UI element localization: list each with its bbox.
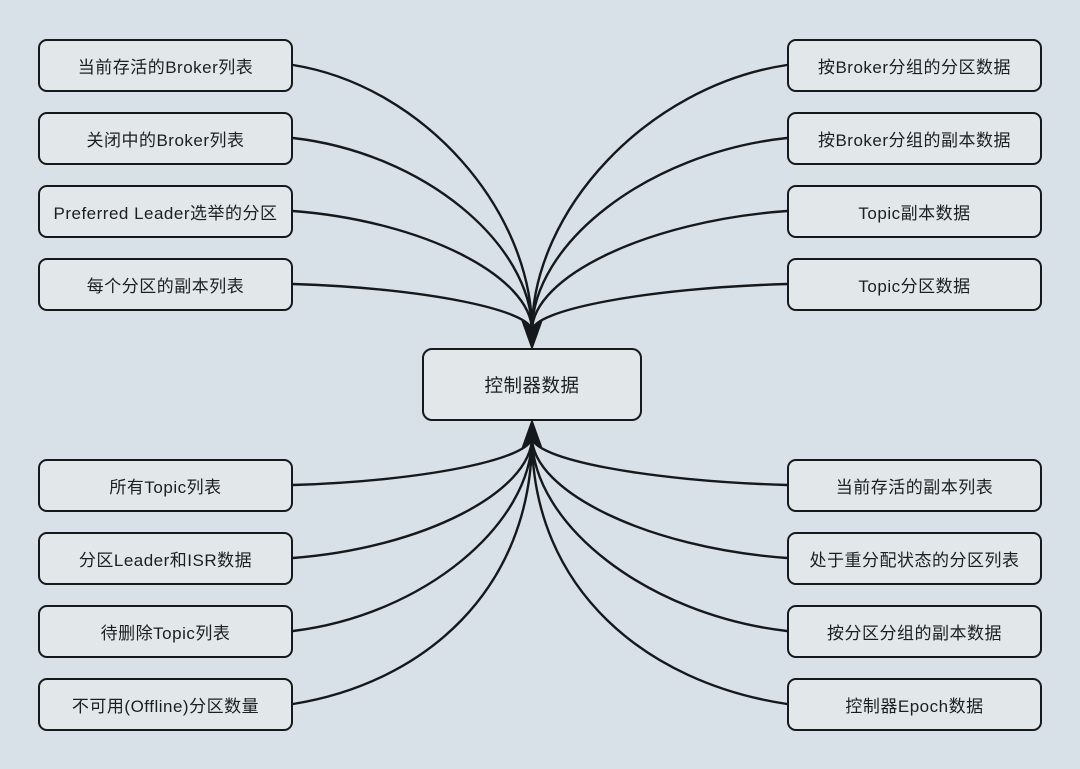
arrowhead-bottom-icon	[521, 419, 543, 449]
connector-preferred-leader-election-partitions	[291, 209, 534, 333]
node-topic-partition-data: Topic分区数据	[787, 258, 1042, 311]
connector-topics-to-delete	[291, 435, 534, 633]
node-controller-data: 控制器数据	[422, 348, 642, 421]
node-partition-replica-list: 每个分区的副本列表	[38, 258, 293, 311]
node-shutting-down-broker-list: 关闭中的Broker列表	[38, 112, 293, 165]
connector-replicas-by-broker	[530, 136, 789, 333]
connector-partition-leader-isr	[291, 435, 534, 560]
node-preferred-leader-election-partitions: Preferred Leader选举的分区	[38, 185, 293, 238]
connector-all-topics-list	[291, 435, 534, 487]
connector-controller-epoch	[530, 435, 789, 706]
node-topics-to-delete: 待删除Topic列表	[38, 605, 293, 658]
node-replicas-by-broker: 按Broker分组的副本数据	[787, 112, 1042, 165]
node-live-replica-list: 当前存活的副本列表	[787, 459, 1042, 512]
connector-shutting-down-broker-list	[291, 136, 534, 333]
node-partitions-by-broker: 按Broker分组的分区数据	[787, 39, 1042, 92]
connector-live-replica-list	[530, 435, 789, 487]
connector-topic-replica-data	[530, 209, 789, 333]
node-live-broker-list: 当前存活的Broker列表	[38, 39, 293, 92]
connector-topic-partition-data	[530, 282, 789, 333]
node-all-topics-list: 所有Topic列表	[38, 459, 293, 512]
node-replicas-by-partition: 按分区分组的副本数据	[787, 605, 1042, 658]
connector-live-broker-list	[291, 63, 534, 333]
connector-partitions-by-broker	[530, 63, 789, 333]
node-offline-partition-count: 不可用(Offline)分区数量	[38, 678, 293, 731]
node-reassigning-partitions: 处于重分配状态的分区列表	[787, 532, 1042, 585]
node-controller-epoch: 控制器Epoch数据	[787, 678, 1042, 731]
node-topic-replica-data: Topic副本数据	[787, 185, 1042, 238]
connector-reassigning-partitions	[530, 435, 789, 560]
node-partition-leader-isr: 分区Leader和ISR数据	[38, 532, 293, 585]
arrowhead-top-icon	[521, 320, 543, 350]
connector-replicas-by-partition	[530, 435, 789, 633]
connector-partition-replica-list	[291, 282, 534, 333]
connector-offline-partition-count	[291, 435, 534, 706]
